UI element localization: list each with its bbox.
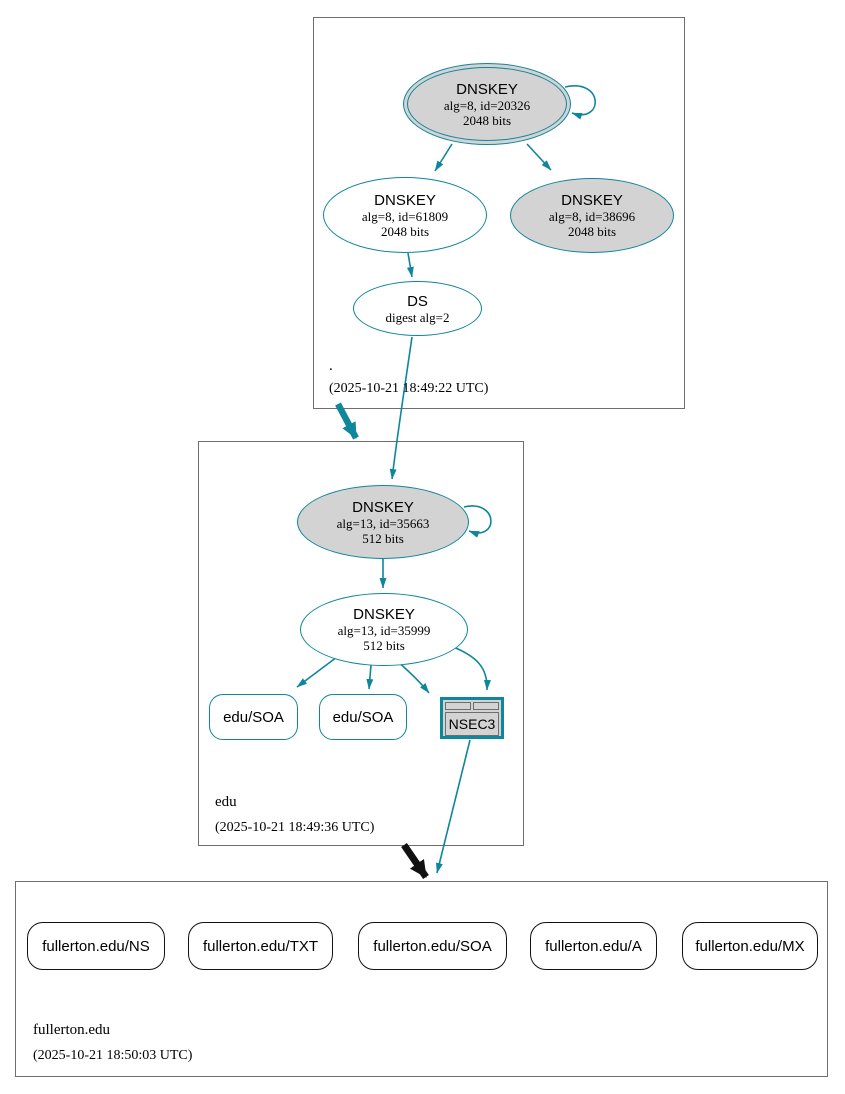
node-dnskey-edu-ksk[interactable]: DNSKEY alg=13, id=35663 512 bits: [297, 485, 469, 559]
node-title: fullerton.edu/TXT: [202, 937, 319, 955]
nsec3-cell: [445, 702, 471, 710]
node-detail: digest alg=2: [385, 309, 450, 325]
node-title: fullerton.edu/NS: [42, 937, 150, 955]
node-title: edu/SOA: [223, 708, 284, 726]
zone-box-root: [313, 17, 685, 409]
node-dnskey-root-ksk[interactable]: DNSKEY alg=8, id=20326 2048 bits: [403, 63, 571, 145]
node-fullerton-mx[interactable]: fullerton.edu/MX: [682, 922, 818, 970]
node-fullerton-soa[interactable]: fullerton.edu/SOA: [358, 922, 507, 970]
node-edu-soa-1[interactable]: edu/SOA: [209, 694, 298, 740]
node-detail: alg=13, id=35663: [336, 515, 430, 531]
node-title: DNSKEY: [353, 606, 415, 623]
zone-label-root: .: [329, 358, 333, 374]
node-title: DS: [407, 292, 428, 310]
node-fullerton-ns[interactable]: fullerton.edu/NS: [27, 922, 165, 970]
zone-label-fullerton: fullerton.edu: [33, 1022, 111, 1038]
node-detail: 2048 bits: [567, 224, 617, 239]
node-ds-edu[interactable]: DS digest alg=2: [353, 281, 482, 336]
node-fullerton-a[interactable]: fullerton.edu/A: [530, 922, 657, 970]
node-title: DNSKEY: [561, 192, 623, 209]
node-title: edu/SOA: [332, 708, 394, 726]
node-title: DNSKEY: [374, 191, 436, 209]
node-title: fullerton.edu/MX: [695, 937, 805, 955]
node-dnskey-root-38696[interactable]: DNSKEY alg=8, id=38696 2048 bits: [510, 178, 674, 253]
node-detail: 512 bits: [362, 530, 404, 546]
edge-delegation-edu-fullerton: [401, 843, 429, 879]
node-title: NSEC3: [445, 712, 499, 736]
nsec3-cell: [473, 702, 499, 710]
edge-delegation-root-edu: [335, 402, 359, 440]
zone-label-edu: edu: [215, 794, 237, 810]
node-detail: alg=8, id=20326: [443, 97, 531, 113]
node-edu-soa-2[interactable]: edu/SOA: [319, 694, 407, 740]
node-title: DNSKEY: [456, 80, 518, 98]
node-detail: alg=8, id=38696: [548, 209, 636, 224]
node-detail: 2048 bits: [462, 112, 512, 128]
zone-box-edu: [198, 441, 524, 846]
node-title: DNSKEY: [352, 498, 414, 516]
zone-timestamp-fullerton: (2025-10-21 18:50:03 UTC): [33, 1048, 193, 1063]
node-detail: 512 bits: [363, 638, 405, 653]
node-dnskey-root-zsk[interactable]: DNSKEY alg=8, id=61809 2048 bits: [323, 177, 487, 253]
node-title: fullerton.edu/SOA: [373, 937, 492, 955]
node-dnskey-edu-zsk[interactable]: DNSKEY alg=13, id=35999 512 bits: [300, 593, 468, 666]
node-detail: alg=13, id=35999: [337, 623, 431, 638]
node-detail: 2048 bits: [380, 223, 430, 239]
node-fullerton-txt[interactable]: fullerton.edu/TXT: [188, 922, 333, 970]
zone-box-fullerton: [15, 881, 828, 1077]
node-nsec3[interactable]: NSEC3: [440, 697, 504, 739]
zone-timestamp-root: (2025-10-21 18:49:22 UTC): [329, 381, 489, 396]
nsec3-salt-cells: [445, 702, 499, 710]
zone-timestamp-edu: (2025-10-21 18:49:36 UTC): [215, 820, 375, 835]
node-detail: alg=8, id=61809: [361, 208, 449, 224]
node-title: fullerton.edu/A: [545, 937, 642, 955]
